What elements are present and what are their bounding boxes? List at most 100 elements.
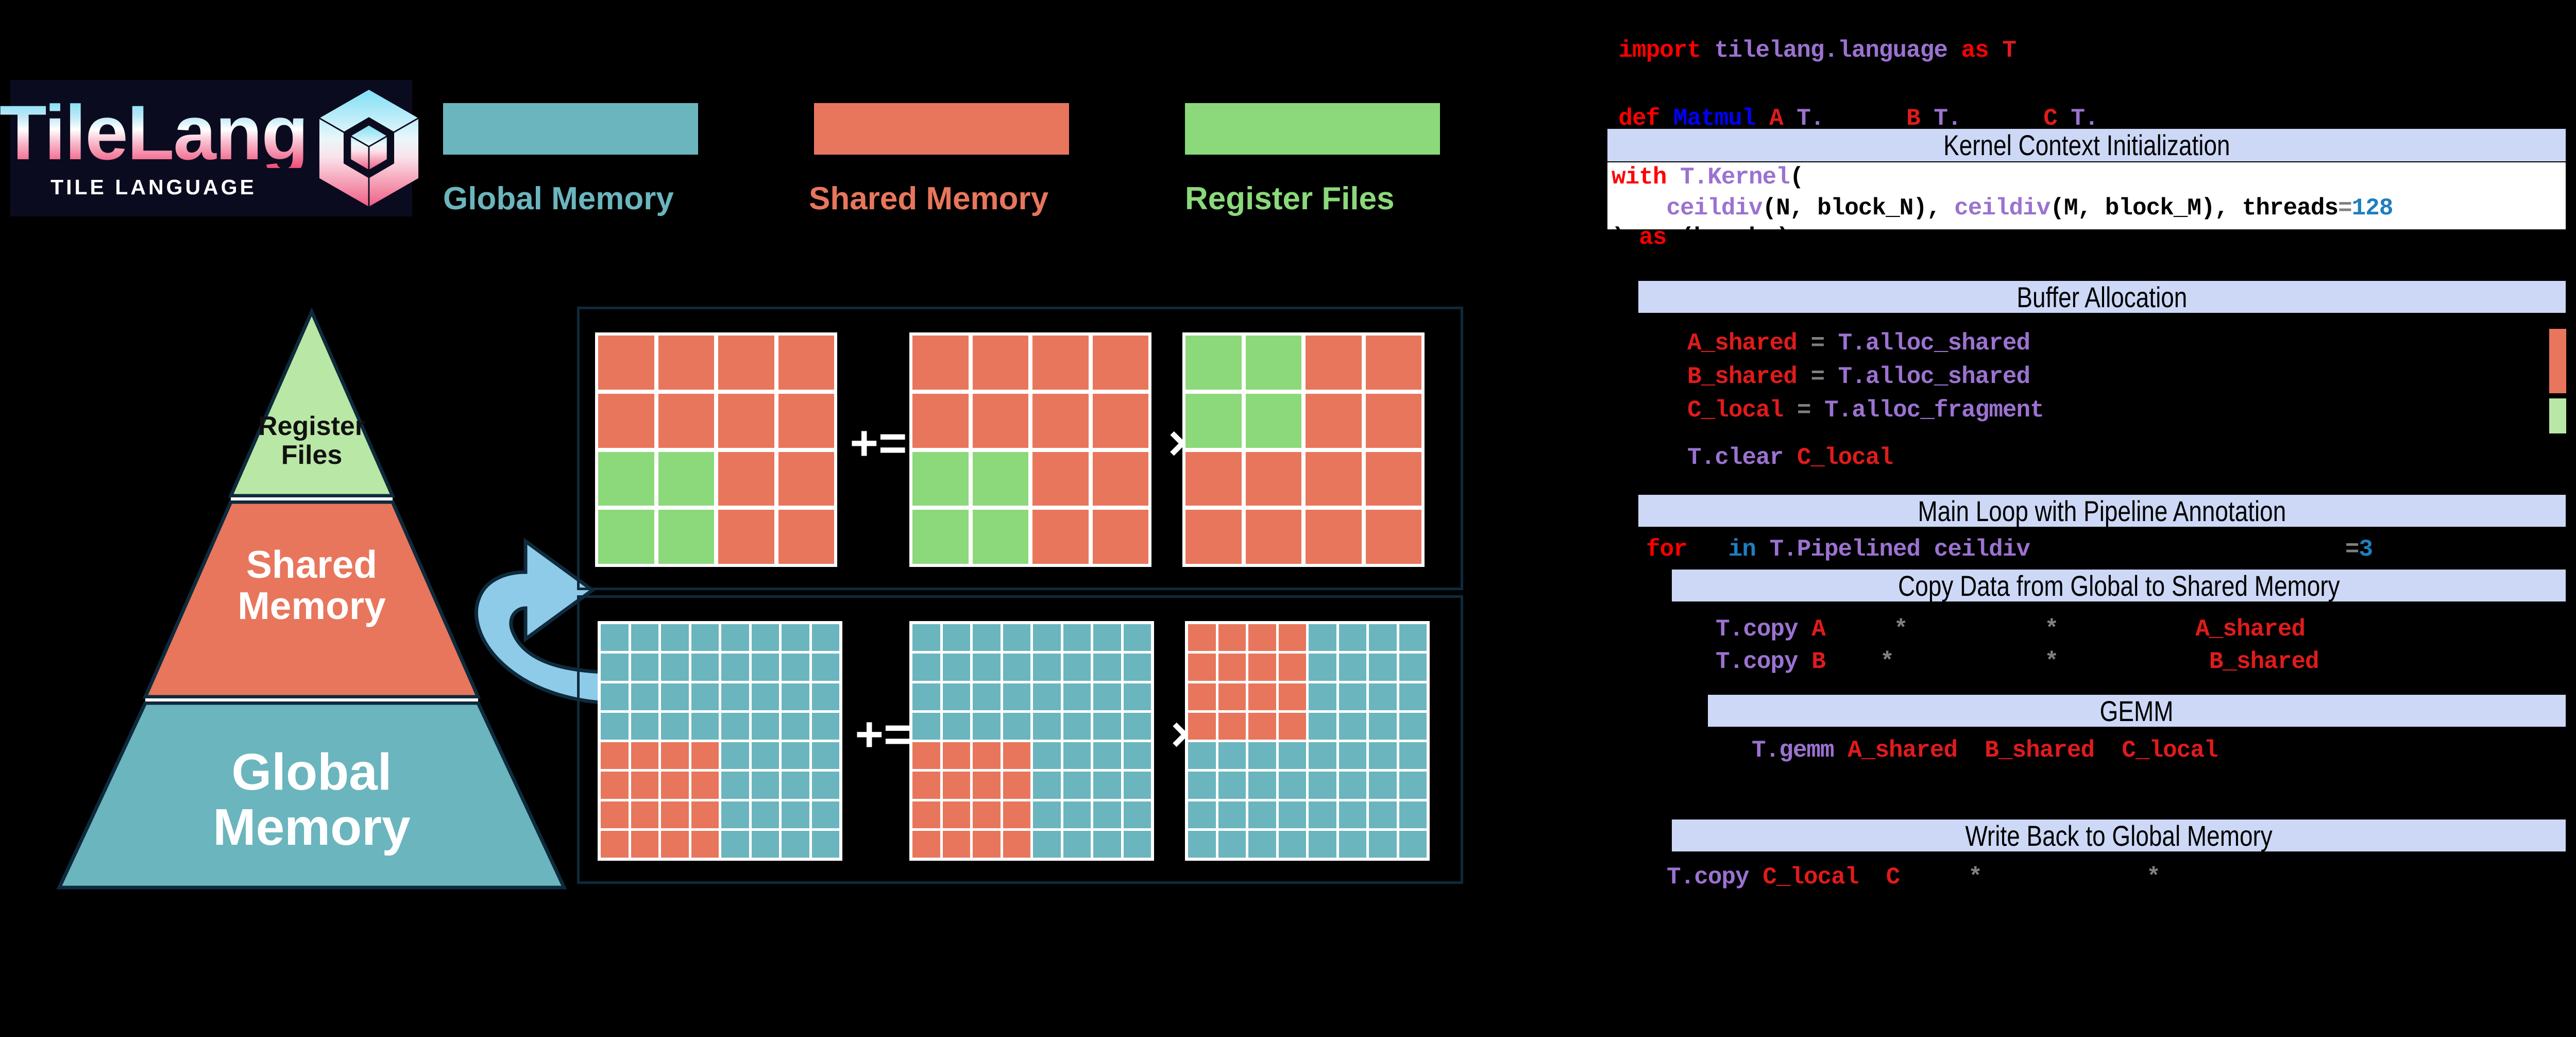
matrix-cell <box>1369 830 1397 858</box>
matrix-cell <box>1003 712 1030 740</box>
matrix-cell <box>751 742 779 770</box>
code-line-as-bxby: ) as (bx, by): <box>1612 224 1804 251</box>
matrix-cell <box>601 742 629 770</box>
matrix-cell <box>1063 742 1091 770</box>
matrix-cell <box>782 801 809 828</box>
matrix-cell <box>1369 624 1397 651</box>
pyramid-level-register <box>228 307 396 498</box>
matrix-cell <box>972 336 1028 390</box>
matrix-cell <box>721 772 749 799</box>
matrix-cell <box>942 742 970 770</box>
matrix-cell <box>1123 830 1151 858</box>
matrix-cell <box>1338 624 1366 651</box>
matrix-cell <box>1063 624 1091 651</box>
matrix-cell <box>1218 654 1246 681</box>
register-file-bar <box>2549 398 2566 433</box>
matrix-cell <box>1248 830 1276 858</box>
matrix-cell <box>782 830 809 858</box>
matrix-cell <box>1399 712 1427 740</box>
code-line-copy-b: T.copy B * * B_shared <box>1716 648 2319 675</box>
matrix-cell <box>1188 712 1216 740</box>
legend-swatch-global <box>443 103 698 155</box>
matrix-cell <box>782 624 809 651</box>
code-line-gemm: T.gemm A_shared B_shared C_local <box>1752 737 2218 764</box>
matrix-cell <box>1218 742 1246 770</box>
matrix-cell <box>661 712 689 740</box>
matrix-cell <box>601 772 629 799</box>
matrix-cell <box>601 654 629 681</box>
matrix-cell <box>751 712 779 740</box>
legend-label-shared: Shared Memory <box>809 181 1049 216</box>
matrix-cell <box>778 451 834 506</box>
matrix-cell <box>1185 393 1242 448</box>
matrix-cell <box>1123 683 1151 710</box>
matrix-cell <box>942 801 970 828</box>
code-line-t-clear: T.clear C_local <box>1687 444 1893 471</box>
matrix-cell <box>1033 742 1061 770</box>
pyramid-level-global <box>56 701 567 890</box>
shared-memory-bar <box>2549 329 2566 393</box>
matrix-cell <box>973 742 1001 770</box>
matrix-cell <box>1218 772 1246 799</box>
matrix-cell <box>1278 712 1306 740</box>
matrix-cell <box>1278 683 1306 710</box>
matrix-cell <box>912 772 940 799</box>
matrix-cell <box>972 451 1028 506</box>
matrix-cell <box>942 624 970 651</box>
matrix-cell <box>1399 742 1427 770</box>
matrix-cell <box>973 683 1001 710</box>
matrix-cell <box>942 654 970 681</box>
matrix-cell <box>912 683 940 710</box>
pyramid-label-global: Global Memory <box>213 743 411 856</box>
matrix-grid-b-global <box>1185 621 1430 861</box>
diagram-box-global-shared <box>577 595 1463 884</box>
matrix-cell <box>1309 624 1336 651</box>
matrix-cell <box>718 393 774 448</box>
matrix-cell <box>1218 830 1246 858</box>
matrix-cell <box>1306 510 1362 564</box>
matrix-cell <box>778 393 834 448</box>
matrix-cell <box>1369 742 1397 770</box>
matrix-cell <box>718 451 774 506</box>
matrix-cell <box>1245 451 1301 506</box>
section-header-buffer-allocation: Buffer Allocation <box>1638 281 2566 313</box>
matrix-cell <box>718 336 774 390</box>
matrix-cell <box>942 683 970 710</box>
matrix-cell <box>811 772 839 799</box>
matrix-cell <box>631 830 658 858</box>
matrix-cell <box>1093 742 1121 770</box>
matrix-cell <box>1309 772 1336 799</box>
matrix-cell <box>1278 624 1306 651</box>
matrix-cell <box>1278 742 1306 770</box>
matrix-cell <box>1003 830 1030 858</box>
matrix-cell <box>1338 683 1366 710</box>
matrix-cell <box>1338 801 1366 828</box>
matrix-cell <box>691 742 719 770</box>
matrix-cell <box>601 683 629 710</box>
matrix-cell <box>912 393 969 448</box>
matrix-cell <box>691 772 719 799</box>
memory-hierarchy-pyramid: Register Files Shared Memory Global Memo… <box>52 304 572 892</box>
matrix-cell <box>721 801 749 828</box>
matrix-cell <box>1338 742 1366 770</box>
matrix-cell <box>1218 712 1246 740</box>
hex-cube-logo-icon <box>315 88 423 209</box>
matrix-grid-c-global <box>598 621 842 861</box>
matrix-cell <box>691 624 719 651</box>
matrix-cell <box>1123 712 1151 740</box>
matrix-cell <box>1399 624 1427 651</box>
legend-label-global: Global Memory <box>443 181 674 216</box>
matrix-cell <box>1123 801 1151 828</box>
matrix-cell <box>1003 801 1030 828</box>
matrix-cell <box>1033 654 1061 681</box>
matrix-cell <box>1306 336 1362 390</box>
matrix-cell <box>912 336 969 390</box>
matrix-cell <box>972 510 1028 564</box>
matrix-cell <box>1399 801 1427 828</box>
logo-wordmark: TileLang <box>0 89 309 176</box>
logo-subtitle: TILE LANGUAGE <box>50 175 257 199</box>
matrix-cell <box>1033 683 1061 710</box>
matrix-cell <box>973 830 1001 858</box>
matrix-cell <box>598 510 654 564</box>
matrix-cell <box>1306 451 1362 506</box>
